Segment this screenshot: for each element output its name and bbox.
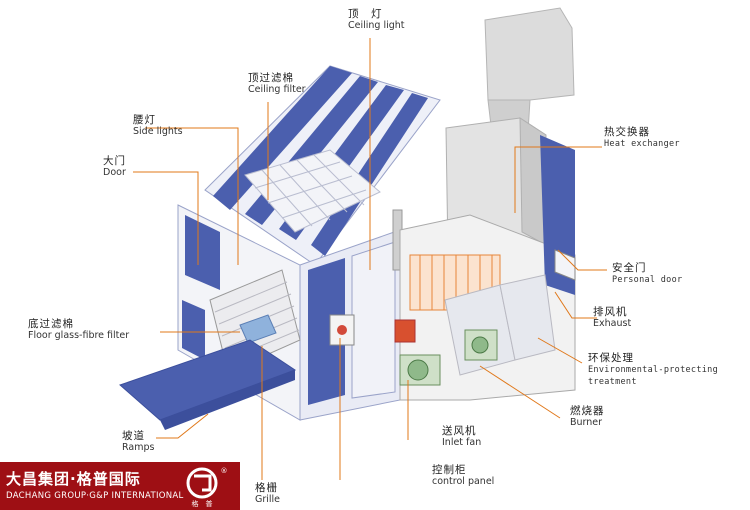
brand-logo-text: 格 普 (192, 499, 213, 508)
machine-room (394, 135, 576, 401)
label-heat-exchanger-en: Heat exchanger (604, 139, 680, 149)
label-floor-filter-en: Floor glass-fibre filter (28, 330, 130, 341)
brand-name-zh: 大昌集团·格普国际 (6, 470, 141, 488)
label-env-treatment-zh: 环保处理 (588, 352, 634, 364)
label-side-lights-zh: 腰灯 (133, 114, 156, 126)
label-personal-door-en: Personal door (612, 275, 683, 285)
label-inlet-fan-en: Inlet fan (442, 437, 482, 448)
label-env-treatment-en2: treatment (588, 377, 637, 387)
label-control-panel-zh: 控制柜 (432, 464, 467, 476)
label-floor-filter: 底过滤棉 Floor glass-fibre filter (28, 318, 129, 342)
label-env-treatment: 环保处理 Environmental-protecting treatment (588, 352, 718, 388)
label-heat-exchanger: 热交换器 Heat exchanger (604, 126, 680, 150)
ceiling-filter-grid (244, 149, 381, 233)
label-inlet-fan: 送风机 Inlet fan (442, 425, 481, 449)
label-ramps: 坡道 Ramps (122, 430, 154, 454)
label-door-zh: 大门 (103, 155, 126, 167)
label-control-panel: 控制柜 control panel (432, 464, 494, 488)
label-burner-en: Burner (570, 417, 603, 428)
brand-logo-icon: 格 普 ® (186, 467, 228, 508)
label-control-panel-en: control panel (432, 476, 495, 487)
label-grille-zh: 格栅 (255, 482, 278, 494)
label-ramps-en: Ramps (122, 442, 155, 453)
label-ceiling-filter-en: Ceiling filter (248, 84, 306, 95)
label-env-treatment-en: Environmental-protecting (588, 365, 719, 375)
label-grille-en: Grille (255, 494, 281, 505)
booth-body (119, 65, 441, 430)
label-inlet-fan-zh: 送风机 (442, 425, 477, 437)
label-side-lights-en: Side lights (133, 126, 183, 137)
label-side-lights: 腰灯 Side lights (133, 114, 183, 138)
label-ceiling-light-zh: 顶 灯 (348, 8, 383, 20)
label-exhaust: 排风机 Exhaust (593, 306, 631, 330)
label-ceiling-light-en: Ceiling light (348, 20, 405, 31)
label-burner-zh: 燃烧器 (570, 405, 605, 417)
label-grille: 格栅 Grille (255, 482, 280, 506)
label-exhaust-en: Exhaust (593, 318, 632, 329)
label-ceiling-light: 顶 灯 Ceiling light (348, 8, 405, 32)
brand-name-en: DACHANG GROUP·G&P INTERNATIONAL (6, 491, 184, 501)
label-door: 大门 Door (103, 155, 126, 179)
brand-registered-mark: ® (221, 467, 228, 475)
label-floor-filter-zh: 底过滤棉 (28, 318, 74, 330)
brand-banner: 大昌集团·格普国际 DACHANG GROUP·G&P INTERNATIONA… (0, 462, 240, 510)
label-personal-door: 安全门 Personal door (612, 262, 682, 286)
label-ceiling-filter: 顶过滤棉 Ceiling filter (248, 72, 306, 96)
label-exhaust-zh: 排风机 (593, 306, 628, 318)
label-door-en: Door (103, 167, 126, 178)
label-ramps-zh: 坡道 (122, 430, 145, 442)
leader-lines (133, 38, 607, 480)
label-ceiling-filter-zh: 顶过滤棉 (248, 72, 294, 84)
label-personal-door-zh: 安全门 (612, 262, 647, 274)
label-burner: 燃烧器 Burner (570, 405, 605, 429)
label-heat-exchanger-zh: 热交换器 (604, 126, 650, 138)
